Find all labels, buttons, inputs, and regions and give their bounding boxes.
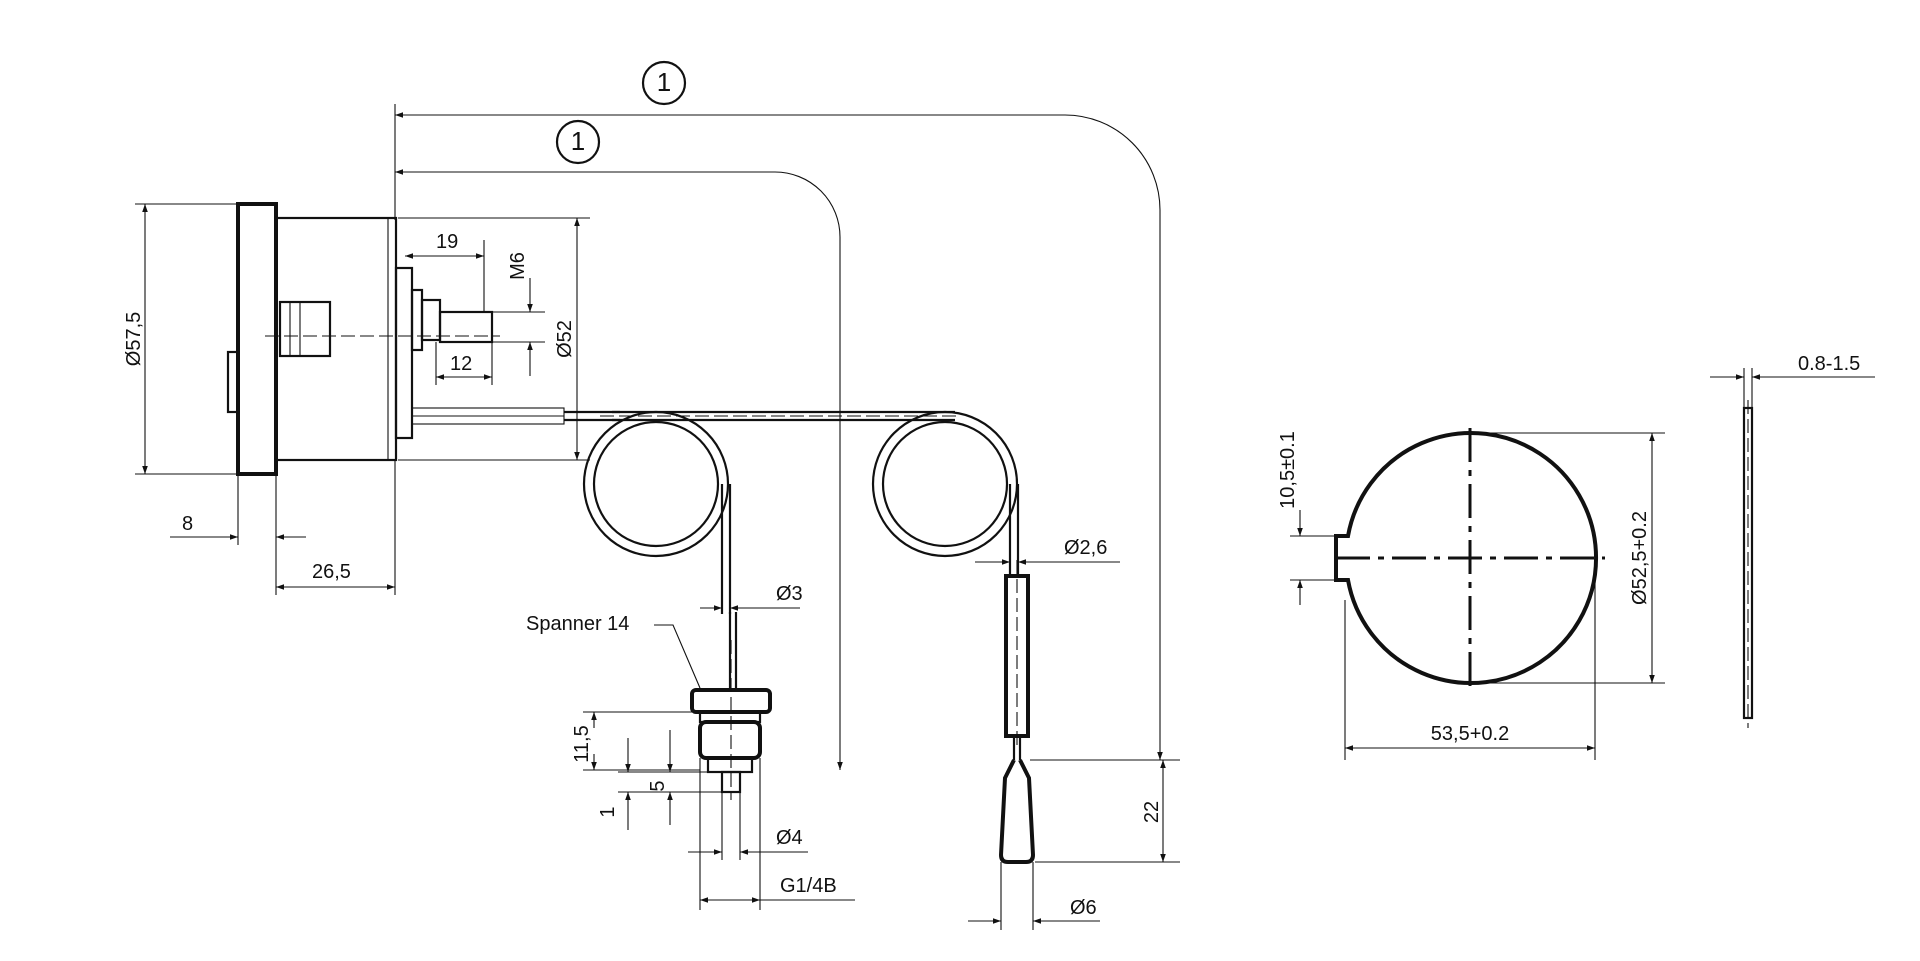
spanner-14-label: Spanner 14 bbox=[526, 613, 629, 635]
disc-side-view: 0.8-1.5 bbox=[1710, 353, 1875, 728]
dim-19: 19 bbox=[436, 231, 458, 253]
dim-dia-2-6: Ø2,6 bbox=[1064, 537, 1107, 559]
thread-m6: M6 bbox=[507, 252, 529, 280]
dim-dia-52: Ø52 bbox=[554, 320, 576, 358]
dim-5: 5 bbox=[647, 780, 669, 791]
callout-label-upper: 1 bbox=[657, 67, 671, 97]
callout-circle-upper bbox=[641, 60, 687, 106]
dim-12: 12 bbox=[450, 353, 472, 375]
dim-53-5: 53,5+0.2 bbox=[1431, 723, 1509, 745]
dim-26-5: 26,5 bbox=[312, 561, 351, 583]
dim-thickness-range: 0.8-1.5 bbox=[1798, 353, 1860, 375]
callout-label-lower: 1 bbox=[571, 126, 585, 156]
dimensions-thermometer: Ø57,5 8 26,5 19 12 M6 Ø52 Ø3 bbox=[123, 203, 1180, 930]
capillary-tube bbox=[411, 407, 1020, 614]
cutout-disc: 10,5±0.1 Ø52,5+0.2 53,5+0.2 bbox=[1277, 428, 1665, 760]
thermometer-body bbox=[226, 202, 500, 476]
dim-8: 8 bbox=[182, 513, 193, 535]
dim-dia-57-5: Ø57,5 bbox=[123, 312, 145, 366]
dim-11-5: 11,5 bbox=[571, 725, 593, 762]
dim-dia-6: Ø6 bbox=[1070, 897, 1097, 919]
capillary-length-callouts: 1 1 bbox=[394, 60, 1163, 770]
dim-dia-52-5: Ø52,5+0.2 bbox=[1629, 511, 1651, 605]
callout-circle-lower bbox=[555, 119, 601, 165]
dim-1: 1 bbox=[597, 806, 619, 817]
dim-dia-3: Ø3 bbox=[776, 583, 803, 605]
dim-22: 22 bbox=[1141, 801, 1163, 823]
thread-g14b: G1/4B bbox=[780, 875, 837, 897]
dim-dia-4: Ø4 bbox=[776, 827, 803, 849]
sensor-bulb bbox=[998, 560, 1036, 864]
dim-10-5: 10,5±0.1 bbox=[1277, 431, 1299, 509]
